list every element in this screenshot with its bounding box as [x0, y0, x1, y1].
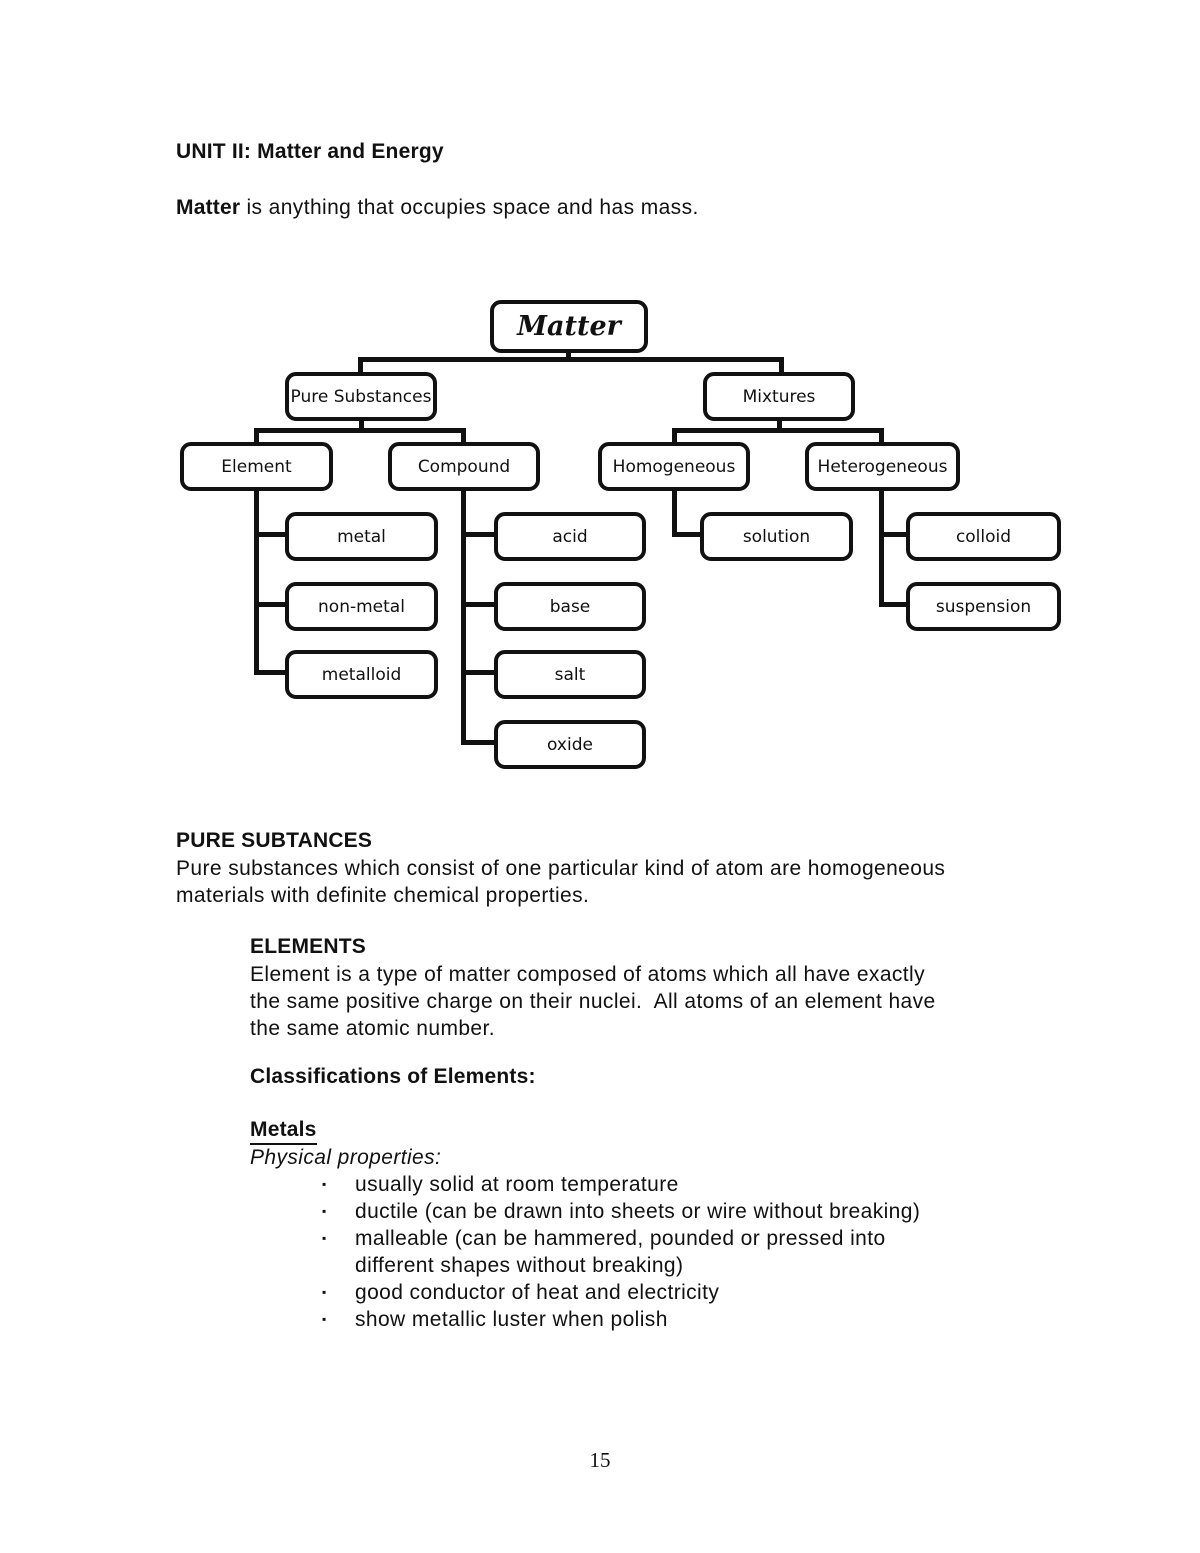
node-acid: acid: [494, 512, 646, 561]
connector-line: [254, 602, 285, 607]
connector-line: [566, 352, 571, 362]
body-line: the same positive charge on their nuclei…: [250, 990, 936, 1013]
node-base: base: [494, 582, 646, 631]
bullet-icon: ▪: [322, 1231, 327, 1245]
list-item: ▪ show metallic luster when polish: [322, 1306, 955, 1333]
body-line: materials with definite chemical propert…: [176, 884, 590, 907]
classifications-section: Classifications of Elements:: [250, 1063, 536, 1091]
connector-line: [358, 357, 363, 373]
connector-line: [777, 421, 782, 430]
connector-line: [779, 357, 784, 373]
node-solution: solution: [700, 512, 853, 561]
connector-line: [672, 428, 884, 433]
elements-section: ELEMENTS Element is a type of matter com…: [250, 933, 936, 1042]
connector-line: [879, 428, 884, 443]
list-item: ▪ usually solid at room temperature: [322, 1171, 955, 1198]
metals-properties-list: ▪ usually solid at room temperature ▪ duct…: [322, 1171, 955, 1333]
body-line: the same atomic number.: [250, 1017, 495, 1040]
bullet-icon: ▪: [322, 1177, 327, 1191]
elements-heading: ELEMENTS: [250, 935, 366, 958]
node-compound: Compound: [388, 442, 540, 491]
bullet-icon: ▪: [322, 1204, 327, 1218]
classifications-heading: Classifications of Elements:: [250, 1065, 536, 1088]
connector-line: [879, 490, 884, 607]
bullet-text: show metallic luster when polish: [355, 1308, 668, 1331]
connector-line: [254, 670, 285, 675]
pure-substances-heading: PURE SUBTANCES: [176, 829, 373, 852]
bullet-text: good conductor of heat and electricity: [355, 1281, 720, 1304]
connector-line: [461, 670, 494, 675]
connector-line: [879, 532, 906, 537]
connector-line: [672, 532, 700, 537]
node-salt: salt: [494, 650, 646, 699]
bullet-text: ductile (can be drawn into sheets or wir…: [355, 1200, 921, 1223]
physical-properties-label: Physical properties:: [250, 1146, 442, 1169]
pure-substances-section: PURE SUBTANCES Pure substances which con…: [176, 827, 945, 909]
connector-line: [672, 490, 677, 537]
page-number: 15: [589, 1448, 611, 1472]
intro-rest-text: is anything that occupies space and has …: [240, 196, 699, 219]
node-pure-substances: Pure Substances: [285, 372, 437, 421]
node-element: Element: [180, 442, 333, 491]
list-item: ▪ good conductor of heat and electricity: [322, 1279, 955, 1306]
connector-line: [461, 532, 494, 537]
node-metalloid: metalloid: [285, 650, 438, 699]
connector-line: [359, 421, 364, 430]
bullet-icon: ▪: [322, 1285, 327, 1299]
connector-line: [461, 740, 494, 745]
connector-line: [879, 602, 906, 607]
bullet-text: malleable (can be hammered, pounded or p…: [355, 1227, 886, 1277]
body-line: Pure substances which consist of one par…: [176, 857, 946, 880]
node-suspension: suspension: [906, 582, 1061, 631]
node-homogeneous: Homogeneous: [598, 442, 750, 491]
connector-line: [254, 532, 285, 537]
body-line: Element is a type of matter composed of …: [250, 963, 926, 986]
connector-line: [254, 428, 466, 433]
connector-line: [461, 602, 494, 607]
node-non-metal: non-metal: [285, 582, 438, 631]
connector-line: [461, 428, 466, 443]
node-colloid: colloid: [906, 512, 1061, 561]
connector-line: [672, 428, 677, 443]
list-item: ▪ ductile (can be drawn into sheets or wi…: [322, 1198, 955, 1225]
intro-lead-word: Matter: [176, 196, 241, 219]
unit-title: UNIT II: Matter and Energy: [176, 140, 444, 163]
connector-line: [461, 490, 466, 745]
connector-line: [254, 490, 259, 675]
node-matter: Matter: [490, 300, 648, 353]
node-heterogeneous: Heterogeneous: [805, 442, 960, 491]
bullet-icon: ▪: [322, 1312, 327, 1326]
node-metal: metal: [285, 512, 438, 561]
bullet-text: usually solid at room temperature: [355, 1173, 679, 1196]
list-item: ▪ malleable (can be hammered, pounded or …: [322, 1225, 955, 1279]
intro-paragraph: Matter is anything that occupies space a…: [176, 196, 699, 220]
node-oxide: oxide: [494, 720, 646, 769]
connector-line: [254, 428, 259, 443]
metals-heading: Metals: [250, 1116, 317, 1145]
metals-section: Metals: [250, 1116, 317, 1146]
node-mixtures: Mixtures: [703, 372, 855, 421]
connector-line: [358, 357, 784, 362]
